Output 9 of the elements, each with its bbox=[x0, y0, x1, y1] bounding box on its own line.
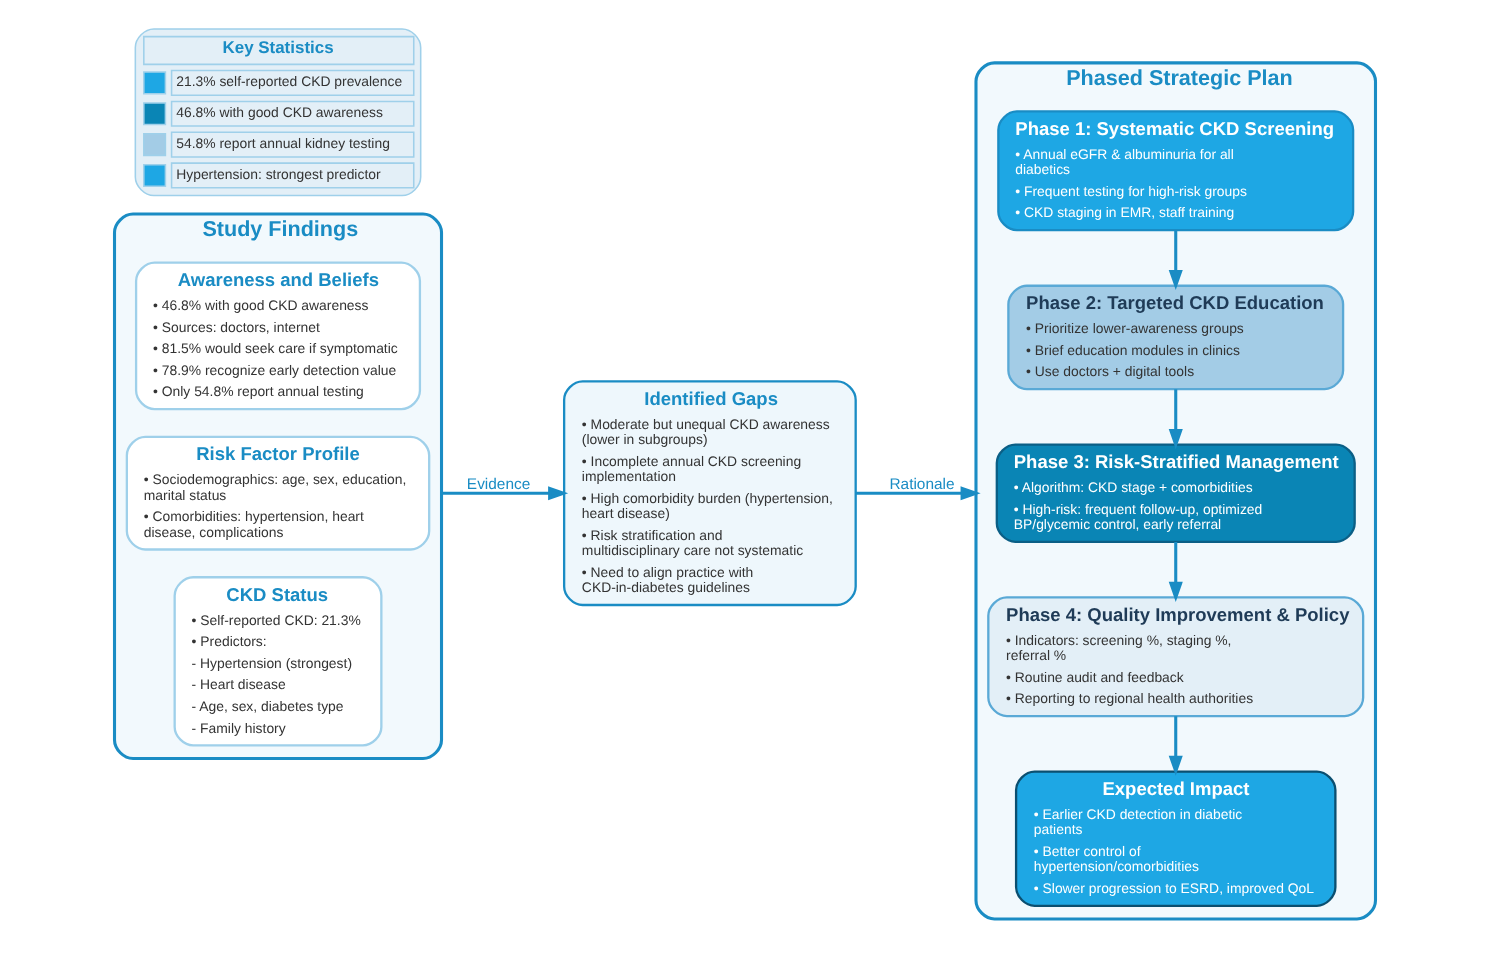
edge-label: Rationale bbox=[889, 474, 955, 493]
arrow bbox=[1168, 230, 1183, 290]
arrow bbox=[1168, 542, 1183, 602]
label: Key Statistics bbox=[222, 37, 334, 58]
arrow bbox=[855, 486, 981, 501]
edge-label: Evidence bbox=[466, 474, 531, 493]
arrow bbox=[1168, 389, 1183, 450]
arrow bbox=[441, 486, 569, 501]
arrow bbox=[1168, 716, 1183, 776]
